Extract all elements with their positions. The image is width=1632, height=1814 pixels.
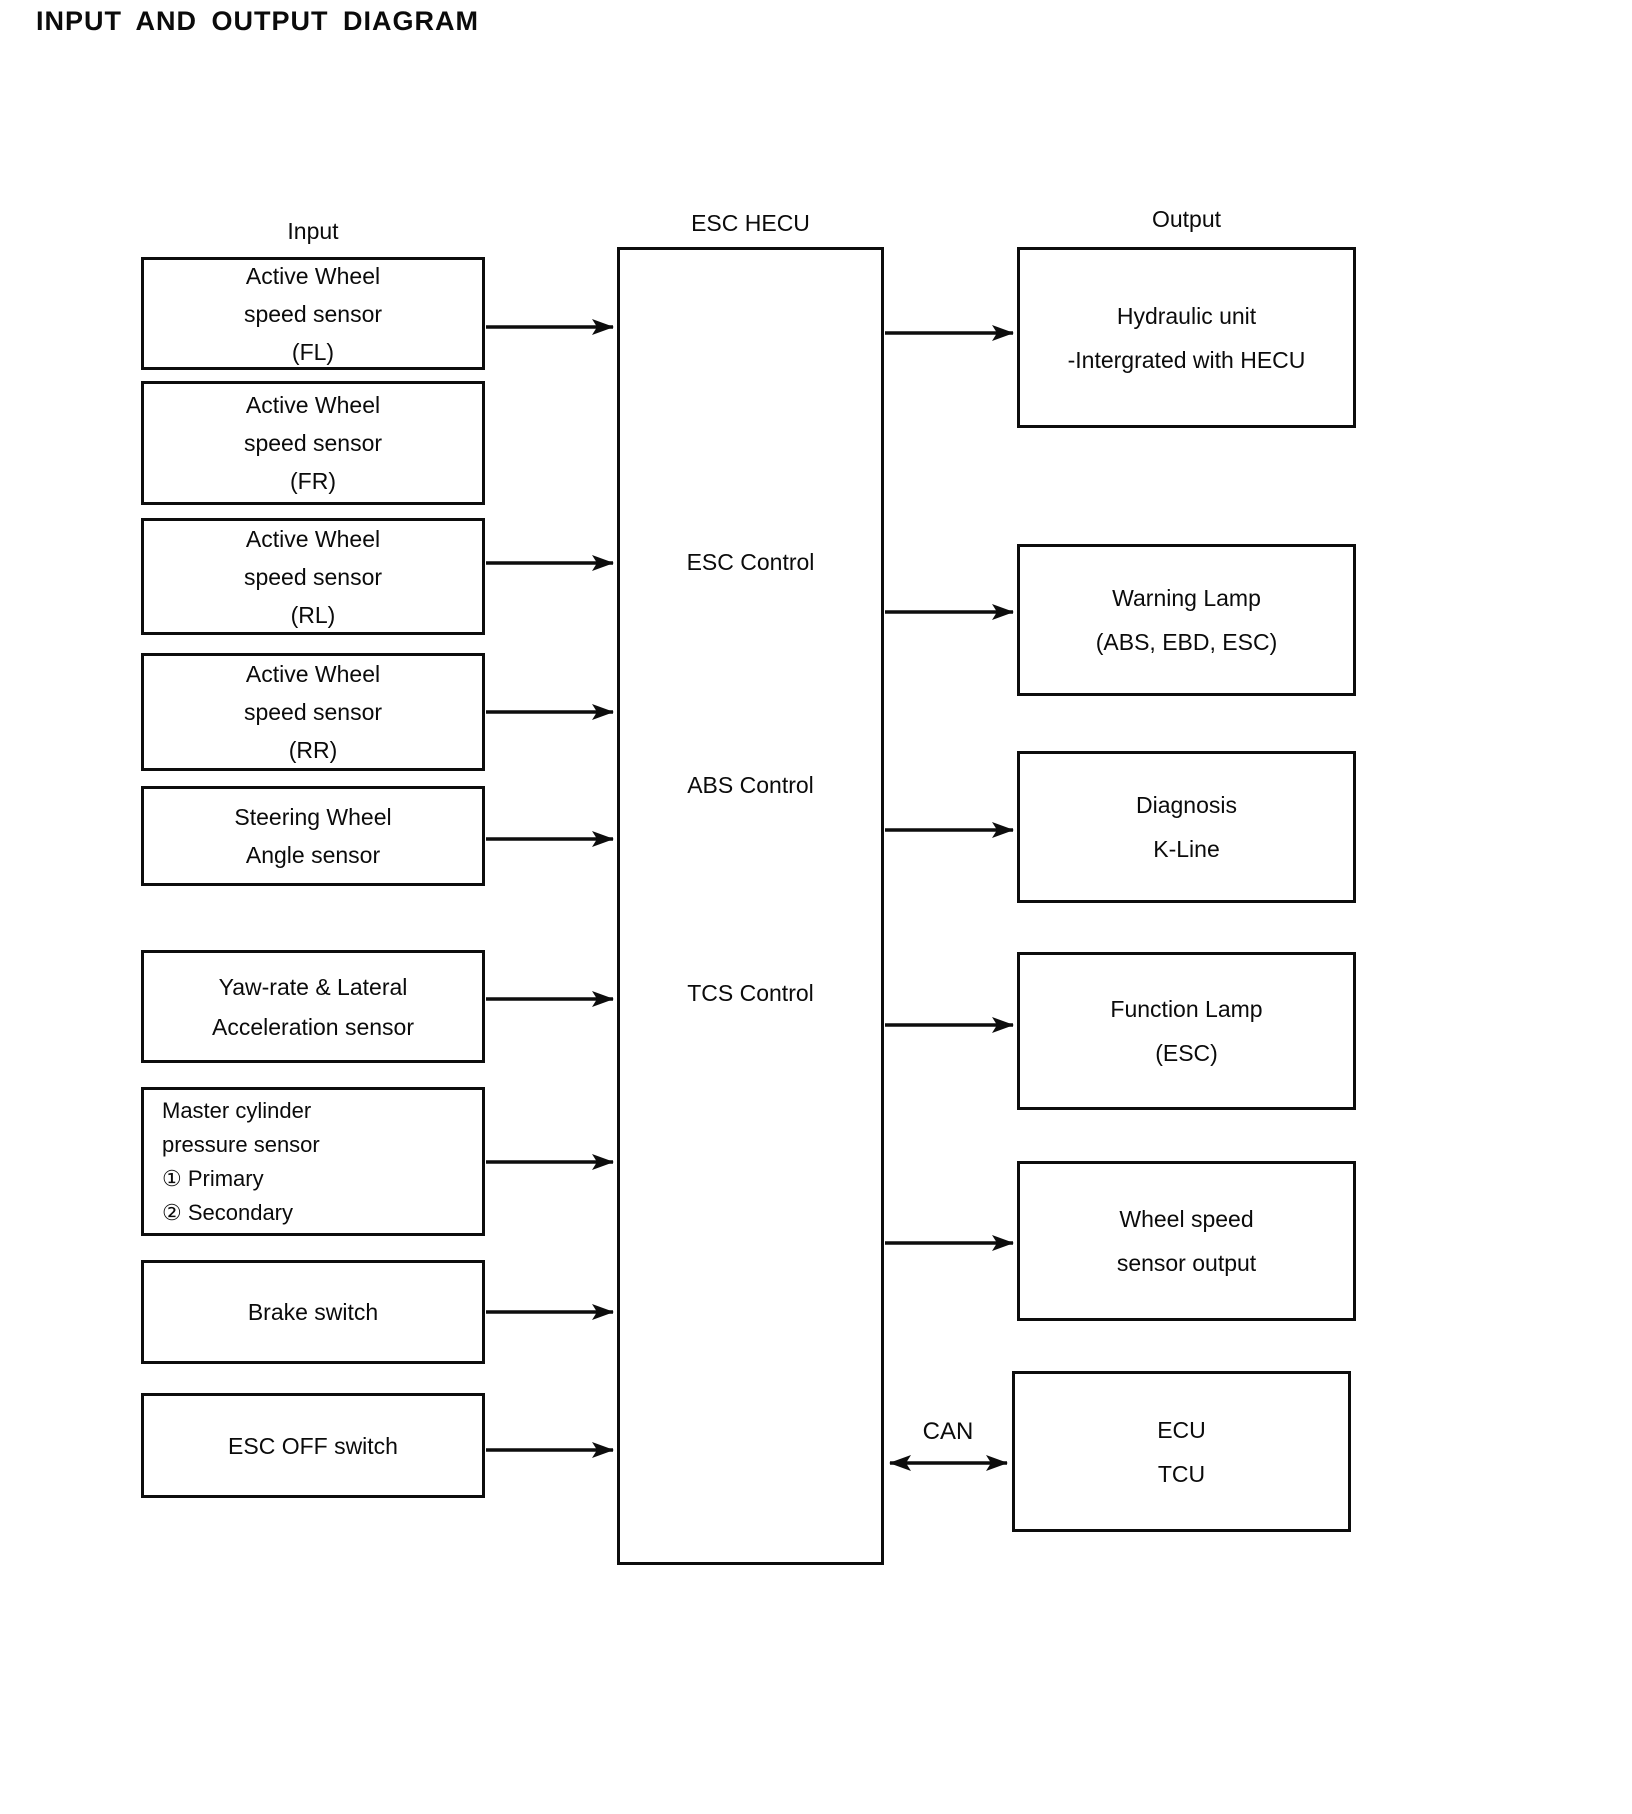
input-box-wheel-speed-fl: Active Wheel speed sensor (FL) <box>141 257 485 370</box>
box-label-line: Diagnosis <box>1136 792 1237 818</box>
output-box-wheel-speed-sensor-output: Wheel speed sensor output <box>1017 1161 1356 1321</box>
esc-hecu-header: ESC HECU <box>691 210 810 236</box>
box-label-line: (ABS, EBD, ESC) <box>1095 629 1278 655</box>
box-label-line: Active Wheel <box>245 525 381 552</box>
box-label-line: Brake switch <box>247 1299 379 1325</box>
box-label-line: Active Wheel <box>245 661 381 687</box>
box-label-line: (FR) <box>290 468 336 494</box>
input-box-yaw-rate-sensor: Yaw-rate & Lateral Acceleration sensor <box>141 950 485 1063</box>
hecu-function-tcs-control: TCS Control <box>687 980 814 1006</box>
can-bus-label: CAN <box>922 1418 974 1445</box>
output-box-hydraulic-unit: Hydraulic unit -Intergrated with HECU <box>1017 247 1356 428</box>
box-label-line: (RR) <box>288 737 338 763</box>
page-title: INPUT AND OUTPUT DIAGRAM <box>36 6 479 36</box>
hecu-function-esc-control: ESC Control <box>686 549 815 575</box>
box-label-line: ESC OFF switch <box>228 1432 398 1459</box>
box-label-line: Yaw-rate & Lateral <box>218 973 408 1000</box>
box-label-line: speed sensor <box>243 563 383 590</box>
box-label-line: Wheel speed <box>1119 1206 1254 1232</box>
output-box-diagnosis-k-line: Diagnosis K-Line <box>1017 751 1356 903</box>
box-label-line: ECU <box>1157 1416 1206 1443</box>
output-box-function-lamp: Function Lamp (ESC) <box>1017 952 1356 1110</box>
box-label-line: Active Wheel <box>245 262 381 289</box>
box-label-line: sensor output <box>1116 1250 1257 1276</box>
box-label-line: (FL) <box>291 338 335 365</box>
box-label-line: speed sensor <box>243 430 383 456</box>
box-label-line: Function Lamp <box>1110 996 1263 1022</box>
box-label-line: (ESC) <box>1155 1040 1218 1066</box>
box-label-line: ① Primary <box>162 1165 264 1191</box>
output-box-warning-lamp: Warning Lamp (ABS, EBD, ESC) <box>1017 544 1356 696</box>
box-label-line: Hydraulic unit <box>1116 302 1257 329</box>
output-column-header: Output <box>1151 206 1222 232</box>
box-label-line: Acceleration sensor <box>212 1013 414 1040</box>
box-label-line: Angle sensor <box>245 842 381 868</box>
hecu-function-abs-control: ABS Control <box>687 772 814 798</box>
input-box-esc-off-switch: ESC OFF switch <box>141 1393 485 1498</box>
esc-hecu-box <box>617 247 884 1565</box>
box-label-line: (RL) <box>290 601 336 628</box>
input-box-wheel-speed-rr: Active Wheel speed sensor (RR) <box>141 653 485 771</box>
output-box-ecu-tcu: ECU TCU <box>1012 1371 1351 1532</box>
box-label-line: speed sensor <box>243 699 383 725</box>
input-box-wheel-speed-rl: Active Wheel speed sensor (RL) <box>141 518 485 635</box>
box-label-line: speed sensor <box>243 300 383 327</box>
box-label-line: Steering Wheel <box>234 804 392 830</box>
box-label-line: ② Secondary <box>162 1199 294 1225</box>
box-label-line: Master cylinder <box>162 1097 312 1123</box>
box-label-line: -Intergrated with HECU <box>1067 346 1306 373</box>
input-column-header: Input <box>287 218 339 244</box>
box-label-line: Warning Lamp <box>1112 585 1261 611</box>
box-label-line: Active Wheel <box>245 392 381 418</box>
input-box-steering-angle-sensor: Steering Wheel Angle sensor <box>141 786 485 886</box>
input-box-wheel-speed-fr: Active Wheel speed sensor (FR) <box>141 381 485 505</box>
box-label-line: TCU <box>1157 1460 1206 1487</box>
input-box-brake-switch: Brake switch <box>141 1260 485 1364</box>
input-box-master-cylinder-pressure-sensor: Master cylinder pressure sensor ① Primar… <box>141 1087 485 1236</box>
box-label-line: pressure sensor <box>162 1131 320 1157</box>
box-label-line: K-Line <box>1153 836 1220 862</box>
